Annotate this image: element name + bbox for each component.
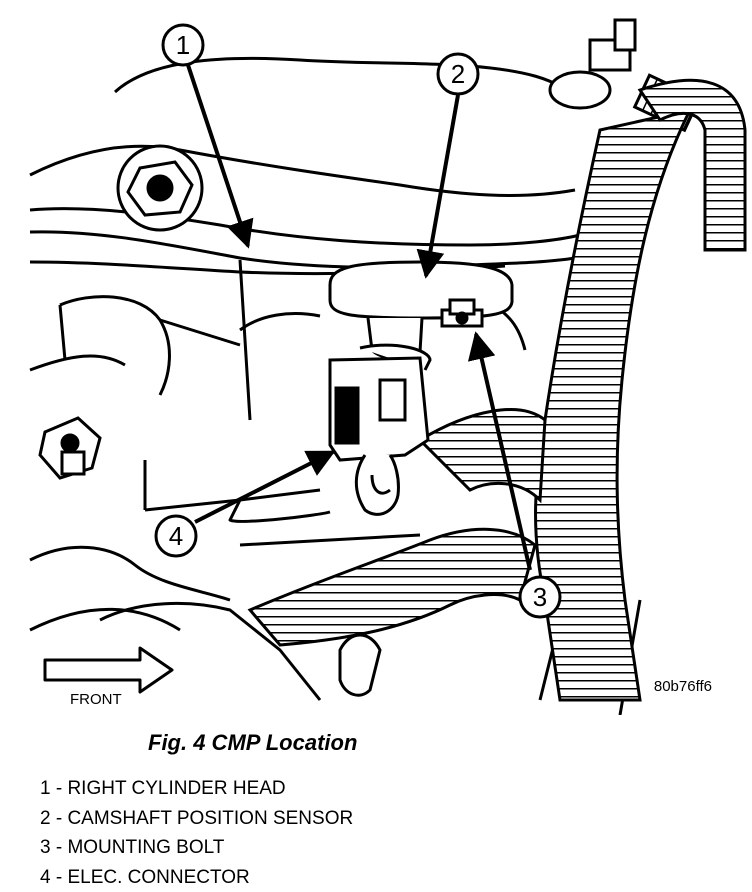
callout-4: 4	[156, 516, 196, 556]
front-arrow-icon	[45, 648, 172, 692]
callout-2-leader	[426, 95, 458, 276]
callout-2: 2	[438, 54, 478, 94]
callout-4-leader	[195, 452, 333, 522]
image-code: 80b76ff6	[654, 678, 712, 695]
legend-list: 1 - RIGHT CYLINDER HEAD 2 - CAMSHAFT POS…	[40, 774, 353, 892]
front-arrow: FRONT	[45, 648, 172, 708]
svg-text:1: 1	[176, 30, 190, 60]
svg-text:4: 4	[169, 521, 183, 551]
top-bolt-drawing	[118, 146, 202, 230]
cmp-sensor-drawing	[330, 262, 512, 370]
figure-title: Fig. 4 CMP Location	[148, 730, 357, 756]
svg-text:2: 2	[451, 59, 465, 89]
callout-1: 1	[163, 25, 203, 65]
legend-item: 2 - CAMSHAFT POSITION SENSOR	[40, 804, 353, 834]
cmp-location-illustration: 1 2 3 4 FRONT 80b76ff6	[0, 0, 752, 715]
front-label: FRONT	[70, 691, 122, 708]
legend-item: 4 - ELEC. CONNECTOR	[40, 863, 353, 892]
legend-item: 1 - RIGHT CYLINDER HEAD	[40, 774, 353, 804]
callout-3: 3	[520, 577, 560, 617]
svg-text:3: 3	[533, 582, 547, 612]
legend-item: 3 - MOUNTING BOLT	[40, 833, 353, 863]
left-bolt-drawing	[40, 418, 100, 478]
elec-connector-drawing	[330, 358, 428, 514]
callout-1-leader	[188, 65, 248, 246]
